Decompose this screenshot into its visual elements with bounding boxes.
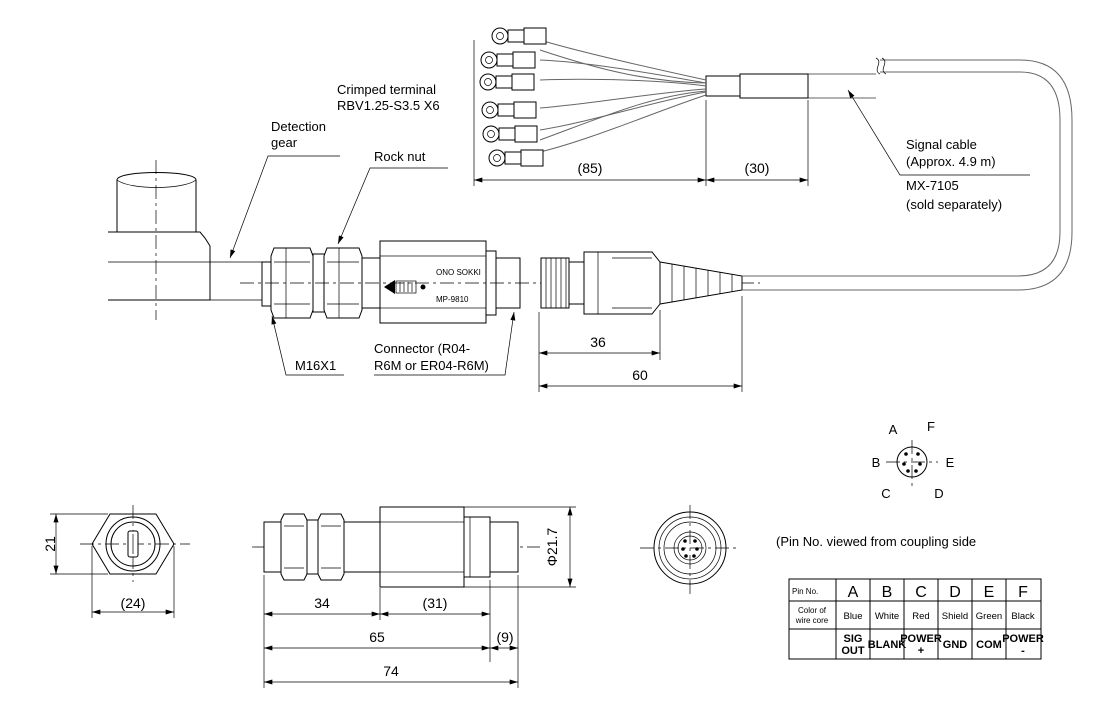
table-pin: D: [949, 584, 961, 601]
table-header-color: Color of: [798, 606, 827, 615]
table-color: Black: [1011, 611, 1034, 622]
signal-cable-length: (Approx. 4.9 m): [906, 154, 996, 169]
table-color: White: [875, 611, 899, 622]
signal-cable-model: MX-7105: [906, 178, 959, 193]
signal-cable: [705, 57, 1073, 291]
rock-nut-label: Rock nut: [374, 149, 426, 164]
dim-plug-36: 36: [590, 334, 606, 350]
dim-plug-60: 60: [632, 367, 648, 383]
table-signal: POWER: [900, 633, 942, 645]
dim-lead-30: (30): [745, 160, 770, 176]
table-header-wire-core: wire core: [795, 616, 829, 625]
detection-gear-shaft: [108, 160, 262, 320]
front-view: 21 (24): [42, 505, 190, 618]
table-color: Green: [976, 611, 1002, 622]
lead-dimensions: (85) (30): [473, 40, 809, 186]
crimped-terminal-label: Crimped terminal: [337, 82, 436, 97]
table-pin: F: [1018, 584, 1028, 601]
dim-len-9: (9): [496, 629, 513, 645]
dim-across-24: (24): [121, 595, 146, 611]
pin-b-label: B: [872, 455, 881, 470]
crimped-terminals: [479, 27, 707, 167]
brand-label: ONO SOKKI: [436, 268, 481, 277]
connector-callout: Connector (R04- R6M or ER04-R6M): [374, 311, 516, 376]
table-header-pin-no: Pin No.: [792, 587, 818, 596]
connector-face-view: [640, 505, 740, 595]
table-signal: -: [1021, 645, 1025, 657]
table-color: Shield: [942, 611, 968, 622]
dim-lead-85: (85): [578, 160, 603, 176]
table-signal: COM: [976, 639, 1002, 651]
dim-len-34: 34: [314, 595, 330, 611]
dim-len-74: 74: [383, 663, 399, 679]
dim-diameter: Φ21.7: [544, 528, 560, 567]
dim-len-31: (31): [423, 595, 448, 611]
signal-cable-label: Signal cable: [906, 137, 977, 152]
cable-plug: [540, 251, 743, 315]
connector-label: Connector (R04-: [374, 341, 470, 356]
table-pin: C: [915, 584, 927, 601]
connector-label-2: R6M or ER04-R6M): [374, 358, 489, 373]
table-signal: POWER: [1002, 633, 1044, 645]
table-signal: SIG: [844, 633, 863, 645]
pin-layout: A F B E C D: [872, 419, 955, 501]
pin-f-label: F: [927, 419, 935, 434]
table-pin: A: [848, 584, 859, 601]
plug-dimensions: 36 60: [538, 296, 743, 392]
pin-e-label: E: [946, 455, 955, 470]
pin-d-label: D: [934, 486, 943, 501]
table-pin: E: [984, 584, 995, 601]
crimped-terminal-spec: RBV1.25-S3.5 X6: [337, 98, 440, 113]
table-color: Blue: [843, 611, 862, 622]
detection-gear-label: Detection: [271, 119, 326, 134]
pin-table: Pin No. Color of wire core A B C D E F B…: [788, 578, 1044, 660]
thread-label: M16X1: [295, 358, 336, 373]
table-signal: OUT: [841, 645, 865, 657]
signal-cable-note: (sold separately): [906, 197, 1002, 212]
dim-height-21: 21: [42, 536, 58, 552]
table-signal: BLANK: [868, 639, 907, 651]
table-pin: B: [882, 584, 893, 601]
table-signal: +: [918, 645, 924, 657]
sensor-body-top: ONO SOKKI MP-9810: [240, 240, 760, 324]
table-signal: GND: [943, 639, 968, 651]
model-label: MP-9810: [436, 295, 469, 304]
side-view: Φ21.7 34 (31) 65 (9) 74: [252, 506, 576, 688]
pin-view-note: (Pin No. viewed from coupling side: [776, 534, 976, 549]
table-color: Red: [912, 611, 929, 622]
pin-a-label: A: [889, 422, 898, 437]
pin-c-label: C: [881, 486, 890, 501]
dim-len-65: 65: [369, 629, 385, 645]
thread-callout: M16X1: [271, 315, 344, 376]
detection-gear-label-2: gear: [271, 135, 298, 150]
